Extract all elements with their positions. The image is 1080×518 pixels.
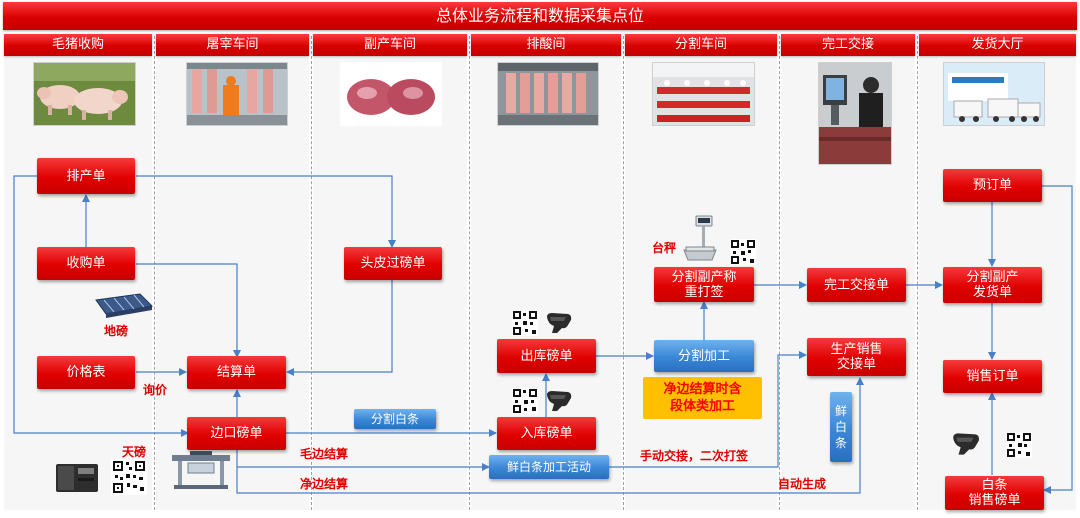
- pigs-photo: [33, 62, 136, 126]
- arrow-xianbai-shengchan: [609, 351, 807, 468]
- node-settlement[interactable]: 结算单: [187, 356, 286, 389]
- label-manual-handover: 手动交接，二次打签: [640, 449, 749, 463]
- qr-code-icon: [1006, 432, 1032, 458]
- node-cutting-process[interactable]: 分割加工: [654, 340, 754, 372]
- column-header-handover: 完工交接: [781, 34, 915, 56]
- logistics-center-photo: [943, 62, 1045, 126]
- arrow-paichan-toupi: [136, 175, 396, 248]
- arrow-jingbian-shengchan: [236, 377, 864, 494]
- handover-terminal-photo: [818, 62, 892, 165]
- node-production-sales-handover[interactable]: 生产销售 交接单: [807, 338, 906, 376]
- qr-code-icon: [512, 388, 538, 414]
- byproduct-photo: [340, 62, 442, 126]
- slaughter-line-photo: [186, 62, 288, 126]
- column-separator: [623, 36, 624, 510]
- arrow-yuding-baitiao: [1042, 185, 1073, 494]
- column-header-chilling: 排酸间: [471, 34, 621, 56]
- node-fresh-carcass-vertical[interactable]: 鲜 白 条: [830, 392, 852, 462]
- label-printer-icon: [56, 464, 98, 492]
- qr-code-icon: [730, 239, 756, 265]
- column-bg-1: [4, 58, 152, 510]
- node-byproduct-shipment[interactable]: 分割副产 发货单: [943, 267, 1042, 303]
- label-net-settlement: 净边结算: [300, 477, 349, 491]
- chilling-room-photo: [497, 62, 599, 126]
- column-header-cutting: 分割车间: [625, 34, 777, 56]
- platform-scale-icon: [683, 215, 717, 261]
- column-header-hog-purchase: 毛猪收购: [4, 34, 152, 56]
- arrow-shougou-jiesuan: [136, 263, 241, 358]
- qr-code-icon: [111, 459, 147, 495]
- label-auto-generate: 自动生成: [778, 477, 827, 491]
- label-floor-scale: 地磅: [104, 324, 129, 338]
- column-separator: [917, 36, 918, 510]
- arrow-maobian-xianbai: [236, 450, 490, 471]
- label-inquiry: 询价: [143, 383, 168, 397]
- column-separator: [779, 36, 780, 510]
- label-gross-settlement: 毛边结算: [300, 447, 349, 461]
- qr-code-icon: [512, 310, 538, 336]
- node-purchase-order[interactable]: 收购单: [37, 247, 135, 280]
- handheld-scanner-icon: [547, 313, 572, 333]
- label-overhead-scale: 天磅: [122, 445, 147, 459]
- page-title: 总体业务流程和数据采集点位: [3, 2, 1077, 30]
- node-side-weigh-ticket[interactable]: 边口磅单: [187, 417, 286, 450]
- column-header-shipping: 发货大厅: [919, 34, 1076, 56]
- column-header-slaughter: 屠宰车间: [156, 34, 309, 56]
- node-byproduct-weigh-label[interactable]: 分割副产称 重打签: [654, 267, 754, 302]
- label-platform-scale: 台秤: [652, 241, 677, 255]
- node-price-list[interactable]: 价格表: [37, 356, 135, 389]
- node-fresh-carcass-process[interactable]: 鲜白条加工活动: [489, 455, 609, 479]
- overhead-scale-icon: [172, 451, 230, 489]
- arrow-paichan-biankou: [13, 175, 189, 437]
- node-cut-carcass[interactable]: 分割白条: [354, 409, 436, 429]
- node-outbound-weigh[interactable]: 出库磅单: [497, 339, 596, 373]
- handheld-scanner-icon: [953, 433, 980, 455]
- floor-scale-icon: [95, 293, 154, 318]
- column-separator: [311, 36, 312, 510]
- cutting-workshop-photo: [652, 62, 755, 126]
- column-separator: [154, 36, 155, 510]
- node-completion-handover[interactable]: 完工交接单: [807, 268, 906, 302]
- note-net-settlement: 净边结算时含 段体类加工: [643, 377, 762, 419]
- node-production-schedule[interactable]: 排产单: [37, 158, 135, 194]
- arrow-toupi-jiesuan: [286, 280, 393, 376]
- column-header-byproduct: 副产车间: [313, 34, 467, 56]
- node-head-skin-weigh[interactable]: 头皮过磅单: [344, 247, 442, 280]
- column-bg-3: [313, 58, 467, 510]
- node-sales-order[interactable]: 销售订单: [943, 360, 1042, 393]
- handheld-scanner-icon: [547, 391, 572, 411]
- node-pre-order[interactable]: 预订单: [943, 169, 1042, 202]
- node-inbound-weigh[interactable]: 入库磅单: [497, 417, 596, 450]
- column-separator: [469, 36, 470, 510]
- node-carcass-sales-weigh[interactable]: 白条 销售磅单: [945, 476, 1044, 510]
